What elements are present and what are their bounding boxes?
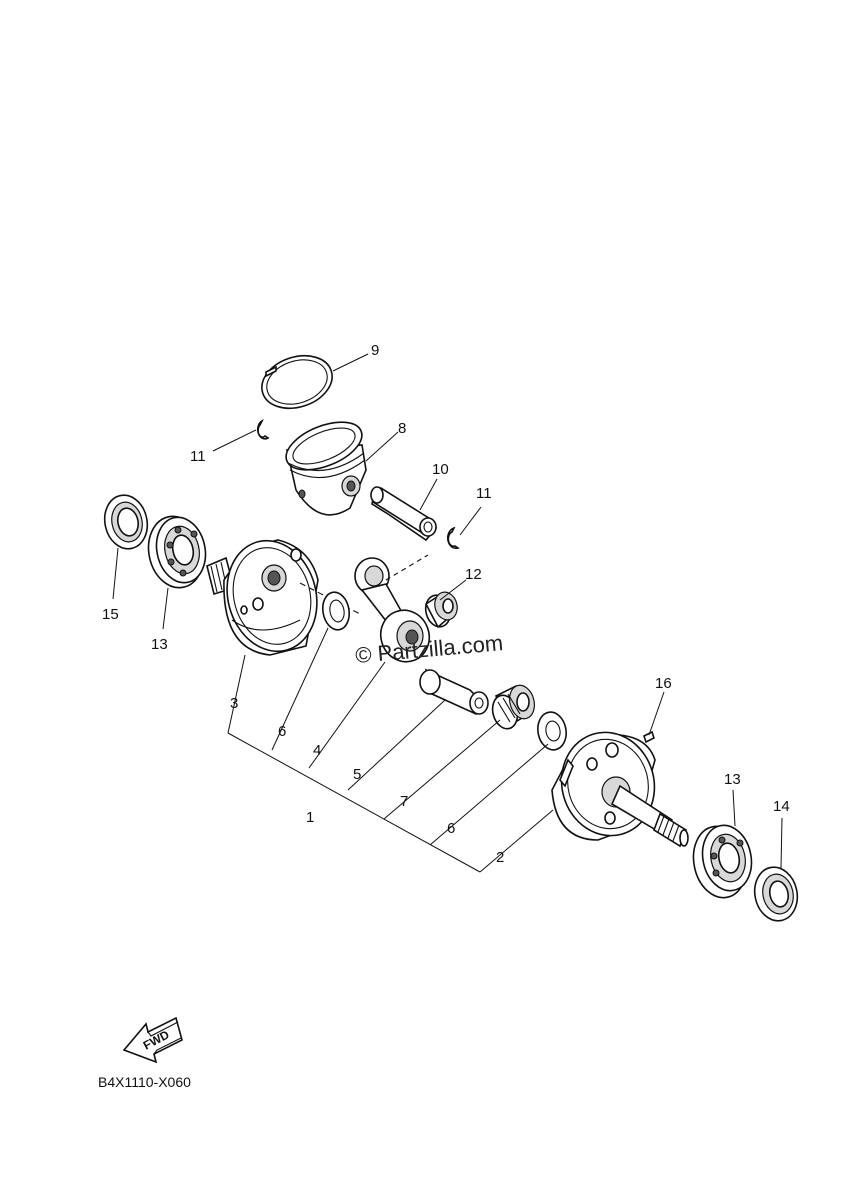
crank-pin [419,668,489,716]
callout-8: 8 [398,420,406,437]
callout-2: 2 [496,849,504,866]
bearing-left [147,515,207,589]
callout-7: 7 [400,793,408,810]
small-end-bearing [424,591,458,629]
callout-13-left: 13 [151,636,168,653]
bearing-right [692,824,753,899]
thrust-washer-right [537,711,567,751]
crank-left [206,539,319,656]
forward-arrow-icon: FWD [122,1016,183,1064]
leader-lines [112,353,783,873]
callout-5: 5 [353,766,361,783]
piston-pin [370,486,438,542]
callout-14: 14 [773,798,790,815]
oil-seal-right [753,866,799,922]
piston [285,421,367,516]
callout-10: 10 [432,461,449,478]
piston-pin-clip-lower [447,526,460,550]
callout-16: 16 [655,675,672,692]
diagram-code: B4X1110-X060 [98,1074,191,1090]
callout-4: 4 [313,742,321,759]
crank-right [551,731,689,848]
callout-1: 1 [306,809,314,826]
watermark: © Partzilla.com [354,630,504,668]
callout-11-lower: 11 [476,485,492,502]
connecting-rod [354,554,431,663]
piston-pin-clip-upper [256,418,270,440]
callout-11-upper: 11 [190,448,206,465]
callout-9: 9 [371,342,379,359]
callout-labels: 9 8 11 10 11 12 15 13 3 6 4 5 1 7 6 2 16… [102,342,790,866]
callout-13-right: 13 [724,771,741,788]
callout-15: 15 [102,606,119,623]
big-end-bearing [491,684,535,730]
callout-6-lower: 6 [447,820,455,837]
oil-seal-left [103,494,149,550]
callout-6-upper: 6 [278,723,286,740]
callout-12: 12 [465,566,482,583]
piston-ring [261,354,333,410]
callout-3: 3 [230,695,238,712]
thrust-washer-left [321,591,351,631]
